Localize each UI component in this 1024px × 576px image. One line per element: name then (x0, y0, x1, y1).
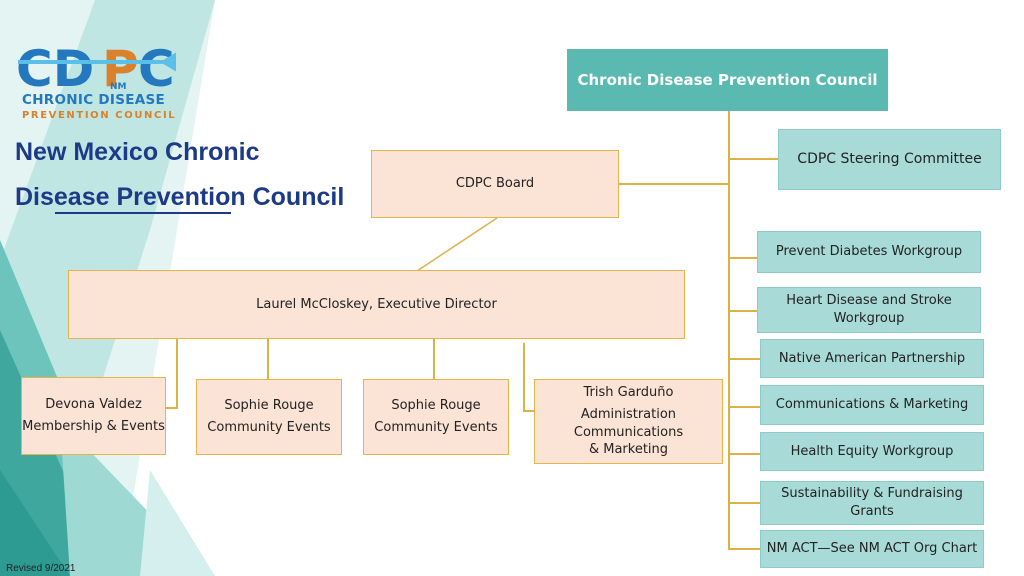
connector-line (728, 502, 760, 504)
logo-letter-c: C (138, 40, 175, 98)
connector-line (728, 358, 760, 360)
staff-role: Membership & Events (22, 419, 165, 434)
staff-role: Administration (580, 406, 677, 422)
workgroup-label: Sustainability & Fundraising (781, 486, 963, 502)
connector-line (728, 257, 758, 259)
workgroup-label: Workgroup (833, 311, 905, 326)
workgroup-box: Communications & Marketing (760, 385, 984, 425)
logo-line1: CHRONIC DISEASE (22, 92, 166, 108)
board-label: CDPC Board (455, 176, 535, 192)
workgroup-label: Health Equity Workgroup (790, 443, 954, 459)
staff-name: Devona Valdez (45, 397, 142, 413)
connector-line (618, 183, 729, 185)
page-title-line1: New Mexico Chronic (15, 138, 260, 166)
page-title-line2: Disease Prevention Council (15, 183, 345, 211)
workgroup-box: Native American Partnership (760, 339, 984, 378)
logo-state: NM (110, 82, 127, 92)
logo-mark: CD P C (16, 40, 176, 98)
connector-line (176, 338, 178, 408)
workgroup-label: Native American Partnership (778, 350, 966, 366)
staff-box-1: Devona Valdez Membership & Events (21, 377, 166, 455)
arrow-icon (18, 52, 176, 72)
staff-name: Sophie Rouge (224, 398, 314, 414)
connector-line (523, 343, 525, 411)
connector-line (728, 453, 760, 455)
staff-role: Community Events (374, 420, 498, 435)
staff-role: Community Events (207, 420, 331, 435)
workgroup-label: Grants (850, 504, 894, 519)
connector-line (728, 406, 760, 408)
revised-note: Revised 9/2021 (6, 563, 76, 574)
connector-line (523, 410, 535, 412)
connector-line (164, 407, 178, 409)
cdpc-logo: CD P C NM CHRONIC DISEASE PREVENTION COU… (14, 38, 194, 128)
staff-name: Trish Garduño (583, 385, 674, 401)
title-underline-decoration (55, 212, 231, 214)
staff-box-4: Trish Garduño Administration Communicati… (534, 379, 723, 464)
staff-role: & Marketing (588, 442, 669, 458)
connector-line (728, 310, 758, 312)
council-label: Chronic Disease Prevention Council (577, 70, 878, 89)
connector-line (267, 338, 269, 380)
workgroup-label: NM ACT—See NM ACT Org Chart (766, 541, 978, 557)
connector-line (728, 548, 760, 550)
workgroup-box: NM ACT—See NM ACT Org Chart (760, 530, 984, 568)
workgroup-box: Prevent Diabetes Workgroup (757, 231, 981, 273)
logo-letter-p: P (102, 40, 139, 98)
logo-letters-cd: CD (16, 40, 94, 98)
steering-committee-label: CDPC Steering Committee (797, 151, 982, 168)
board-director-connector (416, 217, 498, 272)
director-label: Laurel McCloskey, Executive Director (256, 296, 497, 312)
workgroup-label: Communications & Marketing (775, 397, 969, 413)
staff-name: Sophie Rouge (391, 398, 481, 414)
connector-line (433, 338, 435, 380)
director-box: Laurel McCloskey, Executive Director (68, 270, 685, 339)
staff-role: Communications (573, 424, 684, 440)
workgroup-label: Prevent Diabetes Workgroup (775, 244, 963, 260)
workgroup-box: Health Equity Workgroup (760, 432, 984, 471)
staff-box-2: Sophie Rouge Community Events (196, 379, 342, 455)
connector-line (728, 158, 778, 160)
staff-box-3: Sophie Rouge Community Events (363, 379, 509, 455)
board-box: CDPC Board (371, 150, 619, 218)
workgroup-box: Sustainability & Fundraising Grants (760, 481, 984, 525)
workgroup-box: Heart Disease and Stroke Workgroup (757, 287, 981, 333)
council-box: Chronic Disease Prevention Council (567, 49, 888, 111)
logo-line2: PREVENTION COUNCIL (22, 110, 177, 121)
workgroup-label: Heart Disease and Stroke (786, 293, 952, 309)
steering-committee-box: CDPC Steering Committee (778, 129, 1001, 190)
connector-line (728, 111, 730, 548)
